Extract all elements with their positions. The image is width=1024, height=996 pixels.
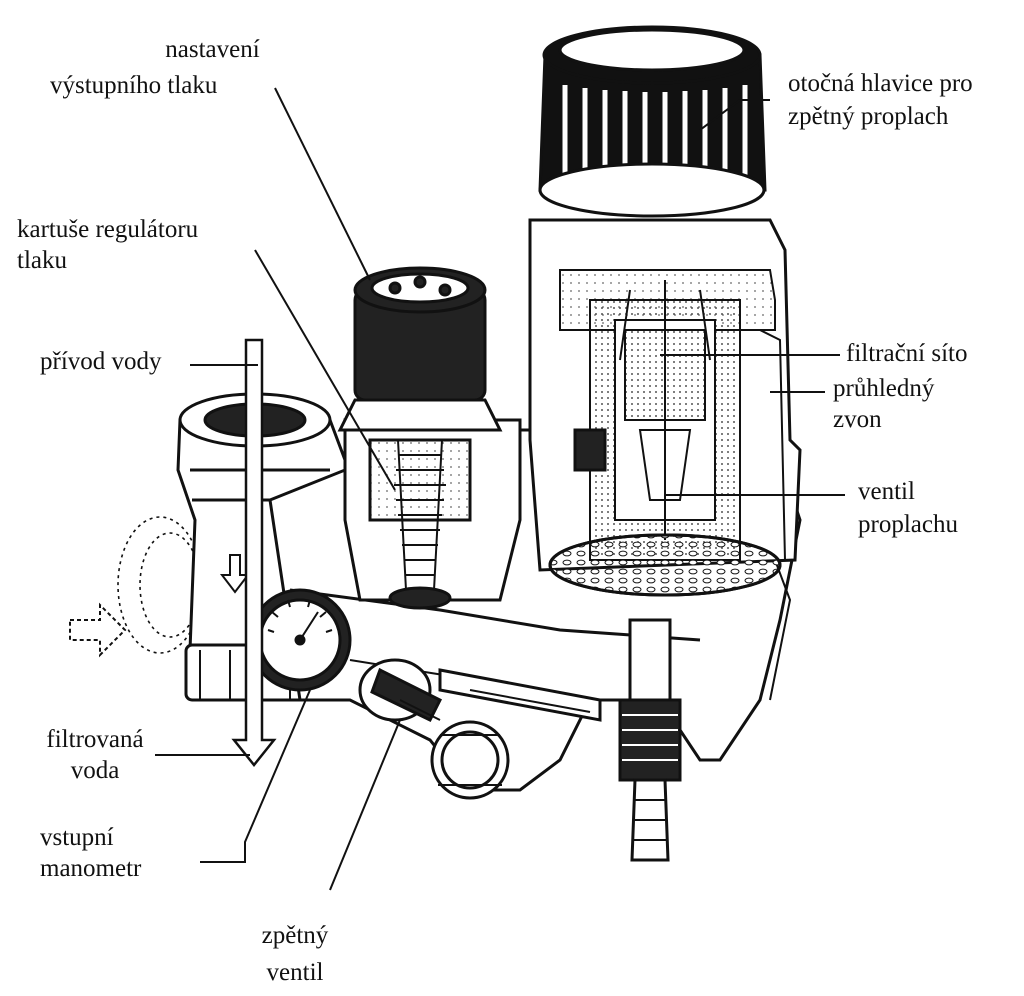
label-regulator-cartridge: kartuše regulátoru tlaku (17, 214, 198, 276)
label-water-inlet: přívod vody (40, 346, 162, 377)
label-filter-screen: filtrační síto (846, 338, 968, 369)
check-valve (358, 658, 443, 722)
backwash-knob (538, 25, 767, 218)
label-transparent-bowl-line-2: zvon (833, 406, 882, 433)
label-flush-valve-line-1: ventil (858, 478, 915, 505)
leader-backwash-knob (699, 99, 770, 131)
leader-lines (155, 87, 845, 891)
label-backwash-knob-line-1: otočná hlavice pro (788, 70, 973, 97)
label-inlet-gauge-line-2: manometr (40, 855, 142, 882)
leader-inlet-gauge (200, 689, 311, 863)
label-check-valve: zpětný ventil (240, 920, 350, 988)
leader-check-valve (329, 719, 401, 891)
label-backwash-knob-line-2: zpětný proplach (788, 103, 949, 130)
leader-outlet-pressure (274, 87, 371, 281)
inlet-arrow-dashed (69, 602, 127, 658)
label-transparent-bowl-line-1: průhledný (833, 375, 935, 402)
inlet-gauge (248, 588, 352, 692)
regulator-housing (337, 266, 522, 610)
label-outlet-pressure-line-2: výstupního tlaku (50, 72, 218, 99)
label-outlet-pressure-line2-box: výstupního tlaku (50, 70, 217, 101)
label-filtered-water-line-2: voda (70, 757, 120, 784)
label-filter-screen-line-1: filtrační síto (846, 340, 968, 367)
label-inlet-gauge: vstupní manometr (40, 822, 141, 884)
label-check-valve-line-1: zpětný (261, 922, 329, 949)
filter-tower (528, 218, 802, 597)
label-flush-valve-line-2: proplachu (858, 511, 958, 538)
label-flush-valve: ventil proplachu (858, 476, 958, 540)
flow-arrow (231, 338, 277, 768)
drain-outlet (618, 618, 682, 862)
flow-down-arrow-small (219, 554, 251, 594)
label-outlet-pressure: nastavení (145, 34, 280, 65)
label-regulator-cartridge-line-2: tlaku (17, 247, 67, 274)
label-check-valve-line-2: ventil (266, 959, 324, 986)
label-transparent-bowl: průhledný zvon (833, 373, 934, 435)
leader-regulator-cartridge (254, 249, 396, 491)
label-regulator-cartridge-line-1: kartuše regulátoru (17, 216, 199, 243)
label-filtered-water-line-1: filtrovaná (46, 726, 144, 753)
label-water-inlet-line-1: přívod vody (40, 348, 162, 375)
plug-nut (430, 720, 510, 800)
label-outlet-pressure-line-1: nastavení (165, 36, 260, 63)
label-backwash-knob: otočná hlavice pro zpětný proplach (788, 68, 973, 132)
label-inlet-gauge-line-1: vstupní (40, 824, 114, 851)
label-filtered-water: filtrovaná voda (30, 724, 160, 786)
